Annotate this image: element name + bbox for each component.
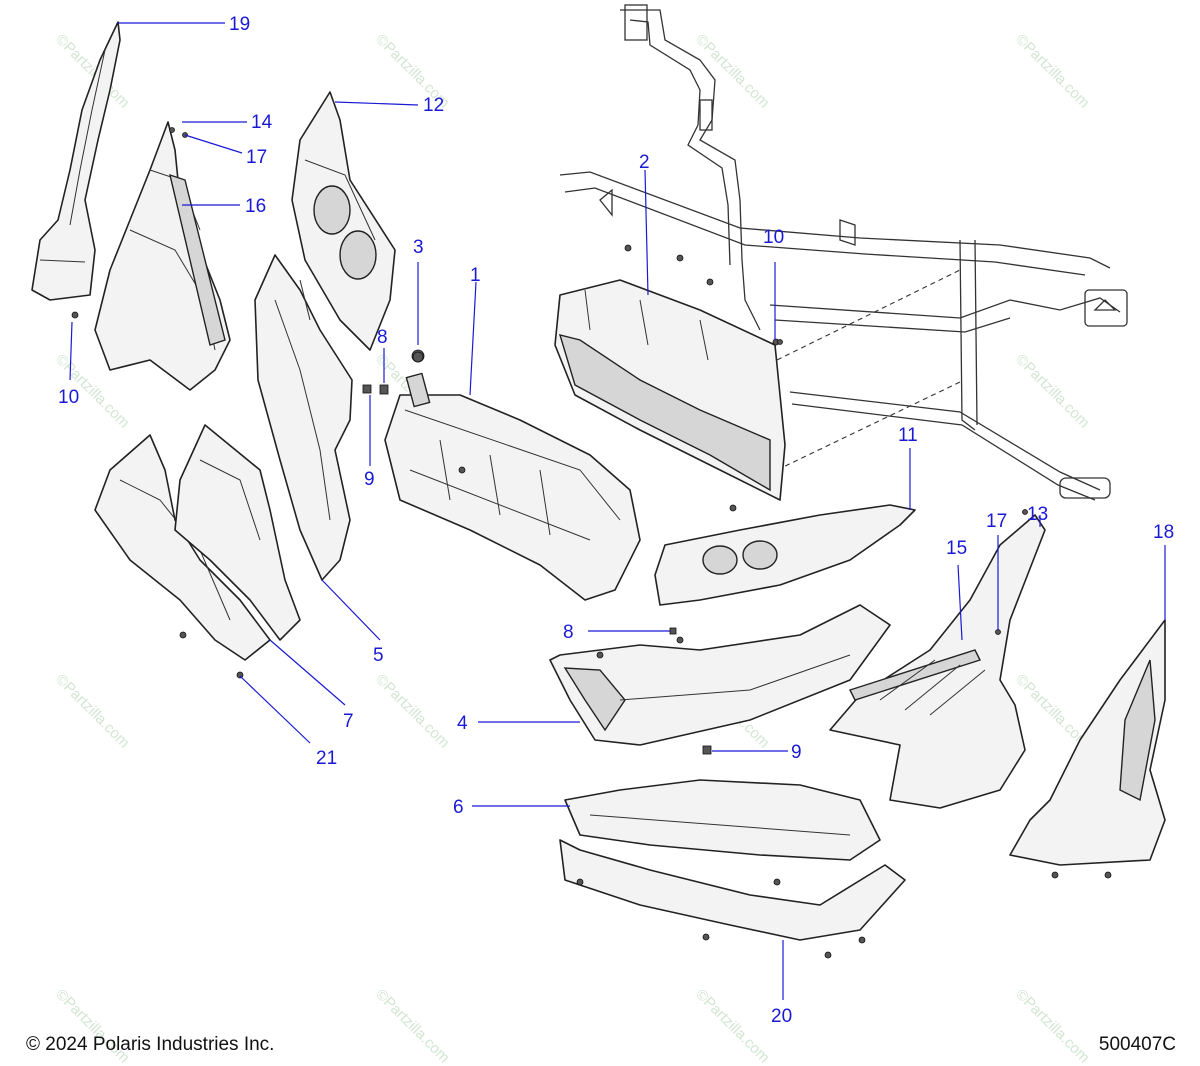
part-15-side-panel (829, 509, 1046, 809)
watermark: ©Partzilla.com (1012, 351, 1093, 432)
callout-3: 3 (413, 237, 424, 258)
callout-16: 16 (245, 196, 266, 217)
callout-10: 10 (763, 227, 784, 248)
callout-8: 8 (563, 622, 574, 643)
callout-18: 18 (1153, 522, 1174, 543)
part-4-front-bumper (549, 604, 891, 746)
callouts: 19 14 17 16 12 3 1 2 10 8 9 10 5 7 21 11… (58, 14, 1174, 1027)
part-6-skid-plate (564, 779, 881, 861)
part-2-grille (554, 244, 786, 512)
copyright-text: © 2024 Polaris Industries Inc. (26, 1034, 275, 1055)
watermark: ©Partzilla.com (692, 986, 773, 1066)
part-7-lower-panel (174, 424, 301, 679)
callout-14: 14 (251, 112, 273, 133)
callout-21: 21 (316, 748, 337, 769)
part-5-vertical-trim (254, 254, 353, 581)
callout-6: 6 (453, 797, 464, 818)
callout-20: 20 (771, 1006, 792, 1027)
watermark: ©Partzilla.com (1012, 986, 1093, 1066)
callout-17: 17 (986, 511, 1007, 532)
leader-lines (69, 22, 1166, 1000)
part-18-side-trim (1009, 619, 1166, 879)
part-19-side-trim (31, 21, 121, 319)
vehicle-frame (559, 4, 1128, 501)
watermark: ©Partzilla.com (52, 671, 133, 752)
callout-15: 15 (946, 538, 967, 559)
small-fasteners (362, 339, 783, 755)
callout-1: 1 (470, 265, 481, 286)
callout-7: 7 (343, 711, 354, 732)
callout-12: 12 (423, 95, 444, 116)
callout-11: 11 (898, 425, 918, 446)
drawing-number: 500407C (1098, 1034, 1176, 1055)
part-16-inner-panel (94, 121, 231, 391)
part-11-headlight-bezel (654, 504, 916, 606)
part-20-lower-skid (559, 839, 906, 959)
watermark: ©Partzilla.com (1012, 31, 1093, 112)
callout-10: 10 (58, 387, 79, 408)
callout-19: 19 (229, 14, 250, 35)
watermark: ©Partzilla.com (372, 671, 453, 752)
callout-5: 5 (373, 645, 384, 666)
callout-4: 4 (457, 713, 468, 734)
watermark: ©Partzilla.com (692, 31, 773, 112)
callout-2: 2 (639, 152, 650, 173)
callout-17: 17 (246, 147, 267, 168)
callout-9: 9 (791, 742, 802, 763)
callout-9: 9 (364, 469, 375, 490)
watermark: ©Partzilla.com (372, 986, 453, 1066)
callout-13: 13 (1027, 504, 1048, 525)
part-12-upper-panel (291, 91, 396, 351)
part-1-main-shroud (384, 349, 641, 601)
callout-8: 8 (377, 327, 388, 348)
